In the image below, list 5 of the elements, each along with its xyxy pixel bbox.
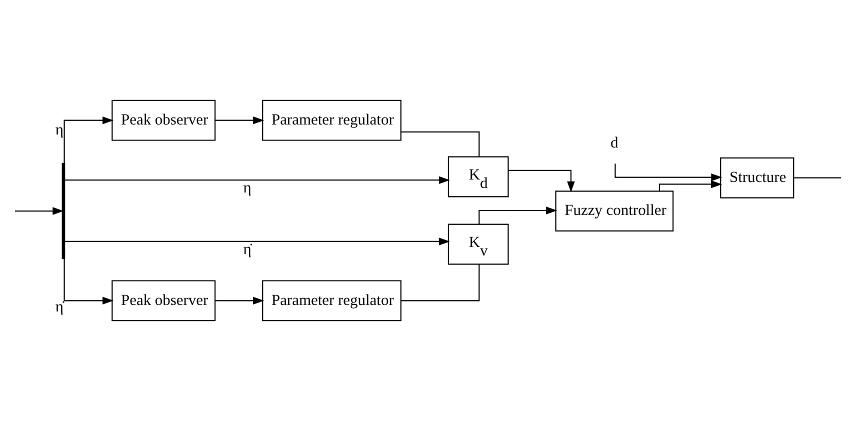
edge-label: η̇ [55, 298, 64, 316]
edge-label: η [243, 179, 252, 196]
edge-label: η̇ [243, 240, 252, 258]
edge-label: η [55, 122, 64, 139]
node-text: d [610, 134, 618, 152]
